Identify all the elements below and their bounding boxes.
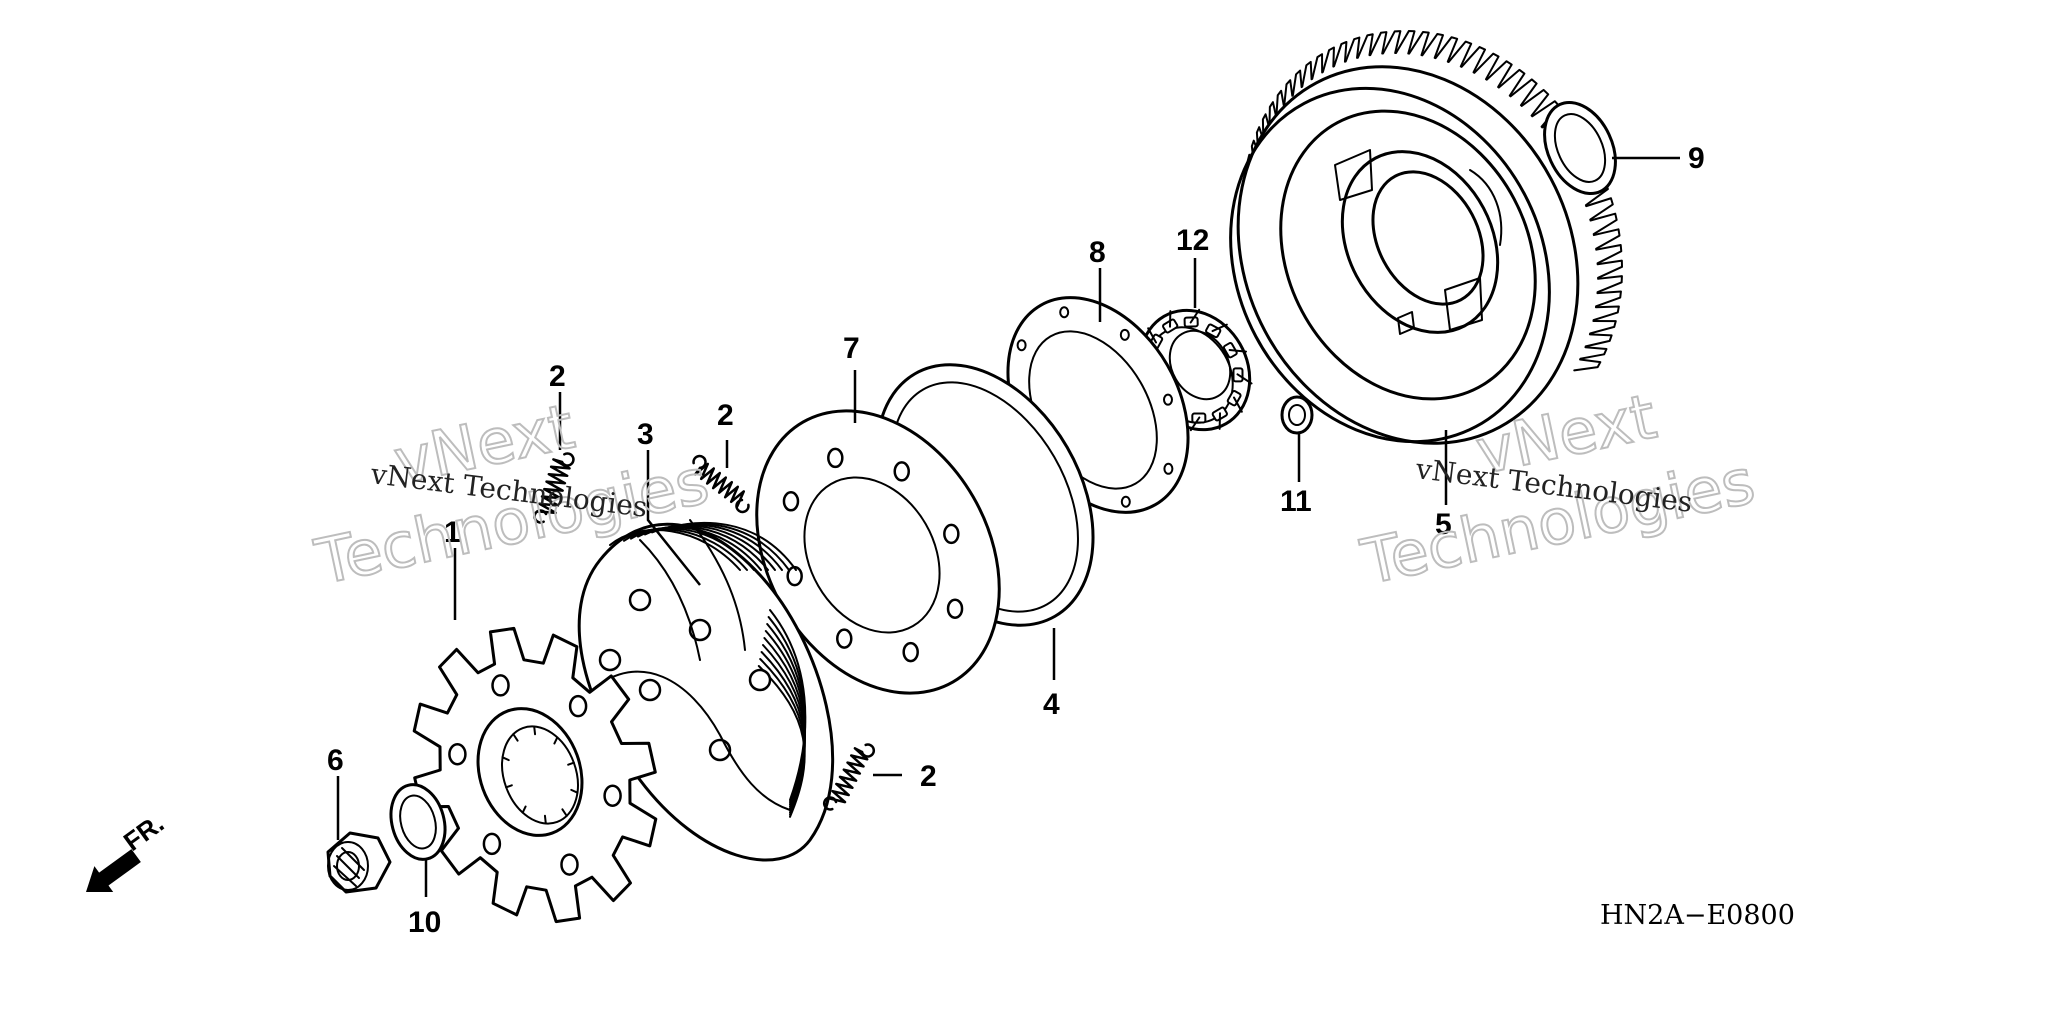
part-11-seal[interactable] — [1280, 395, 1314, 435]
part-2-spring-upper-left[interactable] — [533, 452, 575, 524]
callout-2-lower: 2 — [920, 760, 937, 793]
callout-9: 9 — [1688, 142, 1705, 175]
callout-10: 10 — [408, 906, 441, 939]
part-1-clutch-drive-plate[interactable] — [412, 626, 658, 924]
callout-3: 3 — [637, 418, 654, 451]
part-2-spring-upper-middle[interactable] — [692, 454, 750, 514]
callout-1: 1 — [444, 516, 461, 549]
leader-lines — [336, 156, 1680, 897]
callout-11: 11 — [1280, 485, 1312, 518]
callout-7: 7 — [843, 332, 860, 365]
callout-2-upper-left: 2 — [549, 360, 566, 393]
callout-6: 6 — [327, 744, 344, 777]
part-6-lock-nut[interactable] — [326, 831, 392, 894]
watermark-left: vNext Technologies vNext Technologies — [308, 389, 716, 600]
callout-5: 5 — [1435, 508, 1452, 541]
part-2-spring-lower[interactable] — [822, 743, 876, 811]
part-9-thrust-washer[interactable] — [1531, 91, 1630, 205]
diagram-code: HN2A−E0800 — [1600, 900, 1795, 931]
callout-4: 4 — [1043, 688, 1060, 721]
callout-8: 8 — [1089, 236, 1106, 269]
callout-12: 12 — [1176, 224, 1209, 257]
callout-2-upper-middle: 2 — [717, 399, 734, 432]
front-direction-label: FR. — [118, 808, 170, 857]
front-direction-arrow-icon — [86, 849, 141, 893]
part-7-clutch-plate[interactable] — [708, 367, 1049, 737]
part-10-washer[interactable] — [383, 779, 453, 866]
